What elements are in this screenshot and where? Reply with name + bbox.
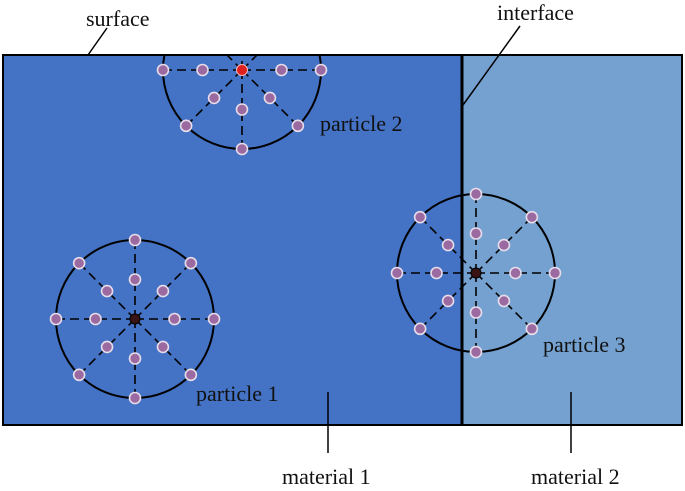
particle-1-center-node <box>129 313 141 325</box>
interface-leader <box>462 25 521 106</box>
particle-3-center-node <box>470 267 482 279</box>
particle-1-node <box>168 312 181 326</box>
particle-1-node <box>156 340 170 354</box>
particle-1-node <box>89 312 102 326</box>
particle-1-node <box>128 273 142 286</box>
particle-3-node <box>525 210 539 224</box>
particle-3 <box>390 187 562 359</box>
particle-1-node <box>49 312 63 326</box>
particle-3-node <box>441 294 455 308</box>
particle-2-node <box>291 119 305 133</box>
particle-2-center-node <box>236 64 248 76</box>
particle-1-node <box>184 368 198 382</box>
particle-2-node <box>235 103 249 116</box>
particle-3-node <box>413 210 427 224</box>
particle-1-node <box>72 256 86 270</box>
particle-2-node <box>156 63 170 77</box>
particle-3-label: particle 3 <box>543 332 625 357</box>
particle-1-node <box>128 391 142 405</box>
surface-label: surface <box>86 6 150 31</box>
particle-2-node <box>179 119 193 133</box>
particle-2-node <box>314 63 328 77</box>
material-1-label: material 1 <box>282 464 371 489</box>
particle-3-node <box>469 227 483 240</box>
particle-1-node <box>207 312 221 326</box>
surface-leader <box>87 27 108 56</box>
particle-3-node <box>413 322 427 336</box>
particle-2-node <box>275 63 288 77</box>
particle-1-node <box>128 233 142 247</box>
particle-3-node <box>430 266 443 280</box>
particle-2-nodes <box>156 63 328 156</box>
particle-1-node <box>156 284 170 298</box>
particle-3-node <box>390 266 404 280</box>
particle-3-node <box>469 306 483 319</box>
particle-2-node <box>263 91 277 105</box>
particle-3-node <box>548 266 562 280</box>
particle-2-node <box>207 91 221 105</box>
domain-border <box>2 54 683 426</box>
particle-3-node <box>525 322 539 336</box>
material-1-region <box>3 55 462 425</box>
particle-3-node <box>509 266 522 280</box>
particle-3-node <box>469 345 483 359</box>
particle-1-node <box>100 284 114 298</box>
particle-1-label: particle 1 <box>196 381 278 406</box>
particle-2-node <box>196 63 209 77</box>
material-2-region <box>462 55 682 425</box>
material-2-label: material 2 <box>531 464 620 489</box>
particle-1-node <box>184 256 198 270</box>
interface-label: interface <box>497 0 574 25</box>
particle-3-node <box>441 238 455 252</box>
particle-3-node <box>469 187 483 201</box>
particle-1-node <box>72 368 86 382</box>
particle-2-node <box>235 142 249 156</box>
particle-3-node <box>497 294 511 308</box>
particle-1-node <box>100 340 114 354</box>
particle-3-node <box>497 238 511 252</box>
particle-1 <box>49 233 221 405</box>
particle-2-label: particle 2 <box>320 111 402 136</box>
particle-1-node <box>128 352 142 365</box>
